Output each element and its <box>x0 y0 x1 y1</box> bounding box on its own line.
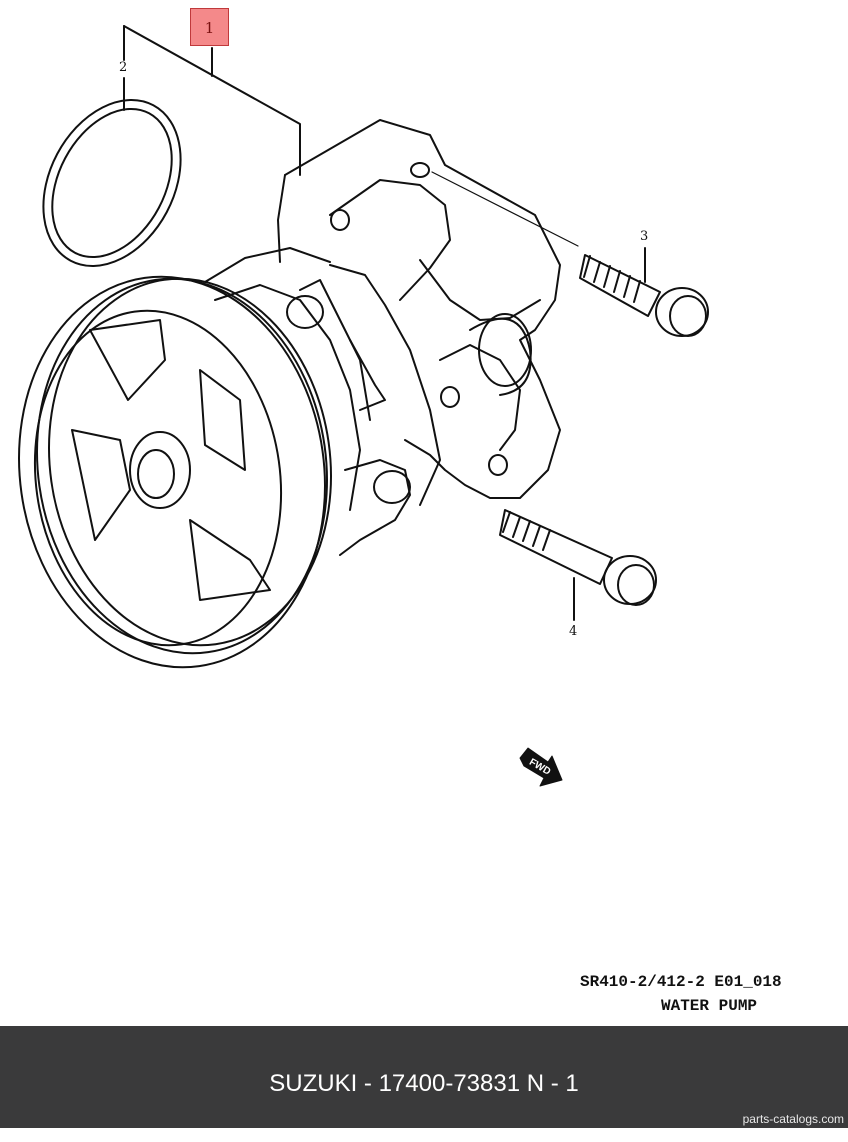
water-pump-illustration: FWD <box>18 25 709 787</box>
fwd-arrow-icon: FWD <box>519 747 563 787</box>
callout-2[interactable]: 2 <box>119 60 128 75</box>
callout-1-highlight[interactable]: 1 <box>190 8 229 46</box>
callout-3[interactable]: 3 <box>640 229 649 244</box>
footer-bar: SUZUKI - 17400-73831 N - 1 parts-catalog… <box>0 1026 848 1128</box>
part-number-title: SUZUKI - 17400-73831 N - 1 <box>269 1070 579 1097</box>
leader-bracket <box>123 25 301 176</box>
watermark-link[interactable]: parts-catalogs.com <box>742 1112 844 1126</box>
parts-diagram: FWD 1 2 3 4 SR410-2/412-2 E01_018 WATER … <box>18 8 782 1015</box>
callout-1: 1 <box>204 19 215 37</box>
diagram-title: WATER PUMP <box>661 997 758 1015</box>
bolt-3-axis <box>431 171 579 247</box>
pump-housing <box>277 119 561 506</box>
callout-4[interactable]: 4 <box>569 624 578 639</box>
diagram-code: SR410-2/412-2 E01_018 <box>580 973 782 991</box>
bearing-body <box>204 247 411 556</box>
bolt-4 <box>499 509 657 606</box>
pulley <box>18 275 332 669</box>
bolt-3 <box>579 254 709 337</box>
gasket-o-ring <box>42 99 182 267</box>
